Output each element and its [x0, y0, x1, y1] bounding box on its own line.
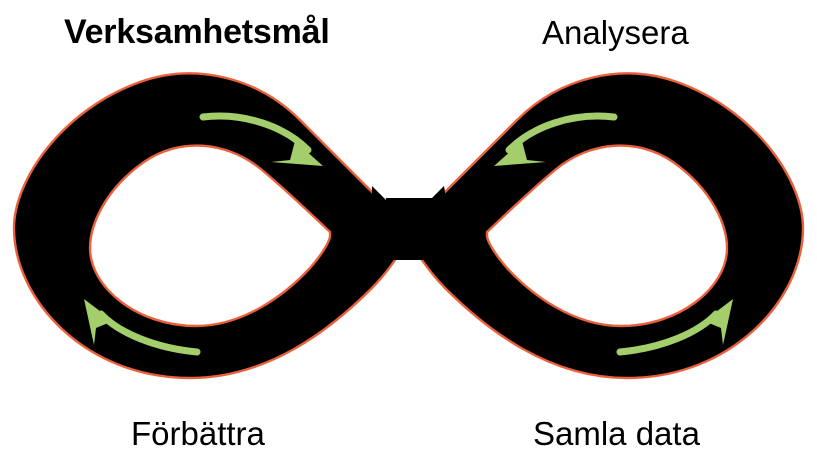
arrow-bottom-left — [84, 299, 201, 356]
arrow-top-right — [494, 112, 618, 166]
center-crossing — [372, 186, 446, 272]
stage-label-samla-data: Samla data — [533, 415, 700, 452]
arrow-bottom-right — [616, 299, 733, 356]
stage-label-analysera: Analysera — [542, 14, 689, 51]
arrow-top-left — [199, 112, 323, 166]
stage-label-verksamhetsmal: Verksamhetsmål — [64, 13, 330, 51]
stage-label-forbattra: Förbättra — [131, 415, 265, 452]
